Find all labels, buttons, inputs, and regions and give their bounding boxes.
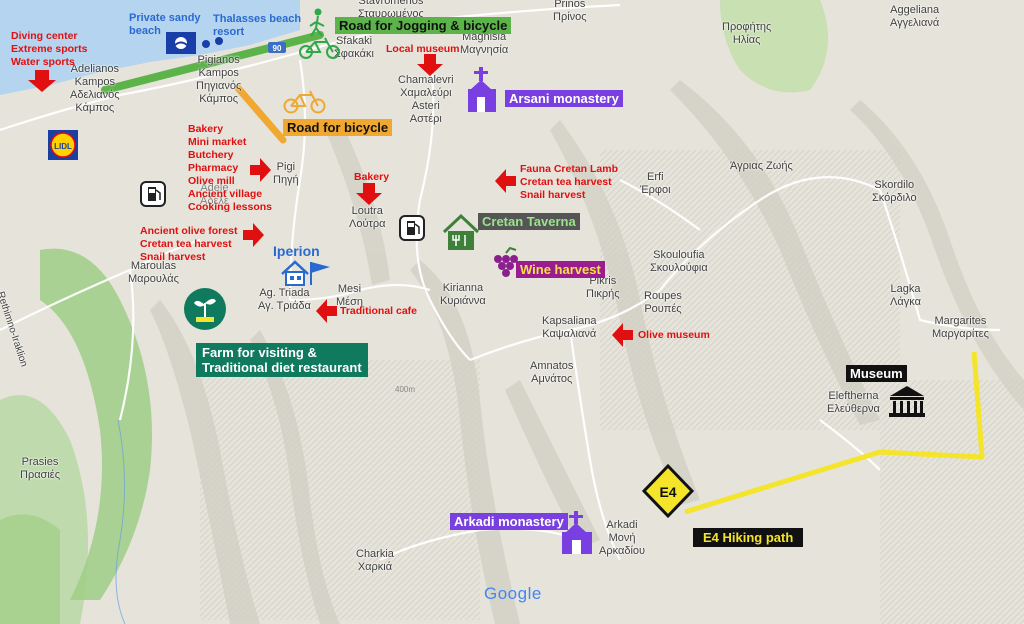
down-arrow-icon — [417, 54, 443, 76]
tag-cretan-taverna: Cretan Taverna — [478, 213, 580, 230]
museum-icon — [889, 386, 925, 417]
grapes-icon — [494, 246, 518, 277]
place-agrias-zois: Άγριας Ζωής — [730, 160, 793, 172]
poi-local-museum: Local museum — [386, 43, 460, 55]
blue-flag-icon — [166, 32, 196, 54]
down-arrow-icon — [28, 70, 56, 92]
elevation-label: 400m — [395, 385, 415, 394]
tag-bicycle-road: Road for bicycle — [283, 119, 393, 136]
road-number: 90 — [273, 44, 282, 53]
tag-arkadi-monastery: Arkadi monastery — [450, 513, 568, 530]
gas-station-icon — [140, 181, 166, 207]
bicycle-route — [234, 84, 287, 144]
tag-farm-restaurant: Farm for visiting &Traditional diet rest… — [196, 343, 368, 377]
tag-iperion: Iperion — [273, 243, 320, 259]
tag-wine-harvest: Wine harvest — [516, 261, 605, 278]
right-arrow-icon — [250, 158, 271, 182]
poi-olive-museum: Olive museum — [638, 329, 710, 341]
poi-traditional-cafe: Traditional cafe — [340, 305, 418, 317]
tag-e4-hiking-path: E4 Hiking path — [693, 528, 804, 547]
bicycle-icon — [299, 37, 340, 59]
lidl-logo: LIDL — [48, 130, 78, 160]
right-arrow-icon — [243, 223, 264, 247]
left-arrow-icon — [612, 323, 633, 347]
svg-text:LIDL: LIDL — [54, 142, 72, 151]
church-icon — [562, 511, 592, 554]
google-attribution: Google — [484, 584, 542, 603]
gas-station-icon — [399, 215, 425, 241]
sea-area — [0, 0, 300, 95]
flag-icon — [310, 262, 330, 285]
poi-bakery-loutra: Bakery — [354, 171, 390, 183]
farm-plant-icon — [184, 288, 226, 330]
e4-hiking-path — [684, 351, 985, 515]
left-arrow-icon — [316, 299, 337, 323]
beach-dot-icon — [202, 40, 210, 48]
beach-dot-icon — [215, 37, 223, 45]
house-icon — [281, 260, 309, 286]
e4-sign-icon: E4 — [641, 463, 695, 519]
down-arrow-icon — [356, 183, 382, 205]
road-number-badge — [268, 42, 286, 53]
left-arrow-icon — [495, 169, 516, 193]
restaurant-icon — [442, 213, 480, 250]
forest-area — [40, 248, 152, 601]
bicycle-icon — [283, 90, 326, 114]
jogging-icon — [309, 8, 325, 37]
tag-museum: Museum — [846, 365, 907, 382]
church-icon — [468, 67, 496, 112]
tag-jogging-road: Road for Jogging & bicycle — [335, 17, 512, 34]
svg-text:E4: E4 — [659, 484, 676, 500]
tag-arsani-monastery: Arsani monastery — [505, 90, 623, 107]
